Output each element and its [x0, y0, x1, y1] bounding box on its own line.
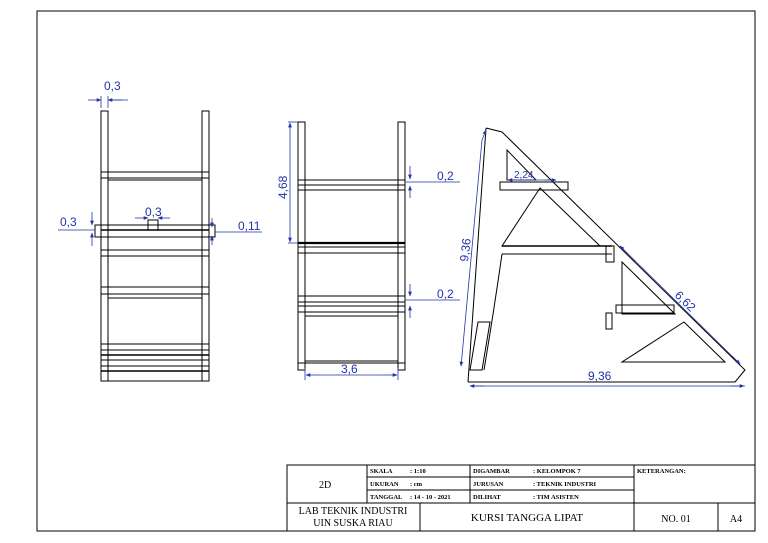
tanggal-label: TANGGAL — [370, 494, 403, 501]
jurusan-value: : TEKNIK INDUSTRI — [533, 481, 597, 488]
dim-side-step-bottom: 0,2 — [437, 287, 454, 301]
dim-front-center: 0,3 — [145, 205, 162, 219]
drawing-title: KURSI TANGGA LIPAT — [471, 512, 583, 524]
lab-name-line1: LAB TEKNIK INDUSTRI — [299, 506, 408, 517]
tanggal-value: : 14 - 10 - 2021 — [410, 494, 451, 501]
lab-name-line2: UIN SUSKA RIAU — [313, 518, 393, 529]
side-view — [297, 121, 406, 371]
title-block-view: 2D — [319, 480, 331, 491]
folded-view — [467, 127, 746, 383]
dim-side-width: 3,6 — [341, 362, 358, 376]
dim-folded-right: 6,62 — [672, 288, 699, 315]
drawing-border — [36, 10, 756, 532]
skala-value: : 1:10 — [410, 468, 426, 475]
dim-folded-left: 9,36 — [457, 237, 474, 262]
digambar-value: : KELOMPOK 7 — [533, 468, 581, 475]
dim-front-left-side: 0,3 — [60, 215, 77, 229]
dim-front-right: 0,11 — [238, 219, 261, 233]
keterangan-label: KETERANGAN: — [637, 468, 686, 475]
jurusan-label: JURUSAN — [473, 481, 504, 488]
paper-size: A4 — [730, 514, 742, 525]
dim-side-height: 4,68 — [276, 175, 290, 199]
dilihat-label: DILIHAT — [473, 494, 501, 501]
drawing-number: NO. 01 — [661, 514, 690, 525]
folded-view-dimensions — [459, 129, 745, 388]
side-view-dimensions — [288, 121, 460, 380]
dilihat-value: : TIM ASISTEN — [533, 494, 579, 501]
front-view-dimensions — [58, 96, 262, 246]
dim-folded-small: 2,24 — [514, 170, 534, 181]
ukuran-label: UKURAN — [370, 481, 399, 488]
ukuran-value: : cm — [410, 481, 423, 488]
front-view — [94, 110, 216, 382]
digambar-label: DIGAMBAR — [473, 468, 510, 475]
dim-side-step-top: 0,2 — [437, 169, 454, 183]
skala-label: SKALA — [370, 468, 393, 475]
dim-front-top-gap: 0,3 — [104, 79, 121, 93]
dim-folded-base: 9,36 — [588, 369, 612, 383]
title-block — [286, 464, 756, 532]
